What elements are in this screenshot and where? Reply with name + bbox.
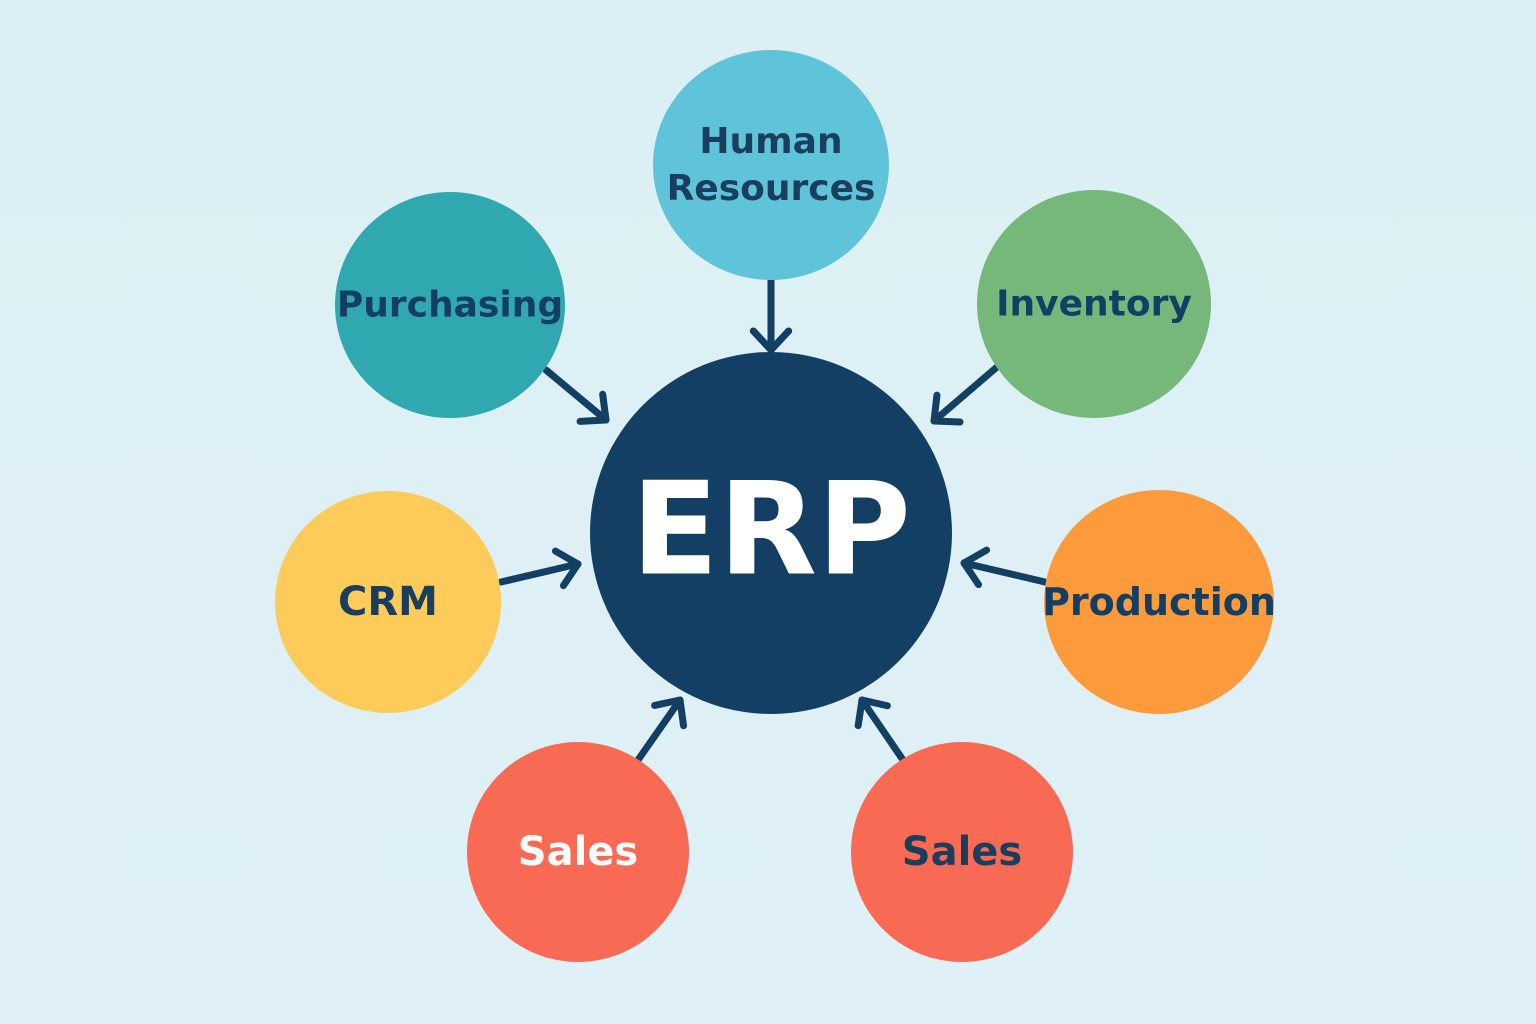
arrow-sales-right [854, 696, 907, 764]
module-label: Resources [667, 168, 876, 209]
module-circle [653, 50, 889, 280]
module-circle [851, 742, 1073, 962]
module-circle [1044, 490, 1274, 714]
module-node-purchasing: Purchasing [335, 192, 565, 418]
module-label: Sales [518, 829, 638, 875]
arrow-production [960, 546, 1049, 589]
arrowhead-icon [749, 327, 793, 354]
arrowhead-icon [960, 546, 991, 589]
arrowhead-icon [651, 696, 688, 730]
erp-circle [590, 352, 952, 714]
module-circle [335, 192, 565, 418]
module-node-sales-right: Sales [851, 742, 1073, 962]
arrow-crm [497, 547, 582, 590]
erp-center-node: ERP [590, 352, 952, 714]
module-node-crm: CRM [275, 491, 501, 713]
arrowhead-icon [854, 696, 891, 730]
module-circle [977, 190, 1211, 418]
arrow-sales-left [634, 696, 688, 764]
arrowhead-icon [551, 547, 582, 590]
arrows [497, 276, 1049, 764]
module-label: Sales [902, 829, 1022, 875]
arrow-inventory [930, 363, 1001, 426]
module-node-sales-left: Sales [467, 742, 689, 962]
arrowhead-icon [576, 390, 610, 425]
module-circle [275, 491, 501, 713]
module-node-inventory: Inventory [977, 190, 1211, 418]
arrow-human-resources [749, 276, 793, 354]
module-label: Human [699, 121, 842, 162]
module-circle [467, 742, 689, 962]
module-label: Purchasing [337, 285, 563, 326]
arrow-purchasing [542, 366, 610, 425]
module-label: Production [1042, 580, 1276, 624]
module-node-production: Production [1042, 490, 1276, 714]
module-label: Inventory [996, 284, 1192, 325]
erp-label: ERP [631, 456, 911, 605]
module-label: CRM [338, 579, 438, 625]
arrowhead-icon [930, 391, 964, 426]
